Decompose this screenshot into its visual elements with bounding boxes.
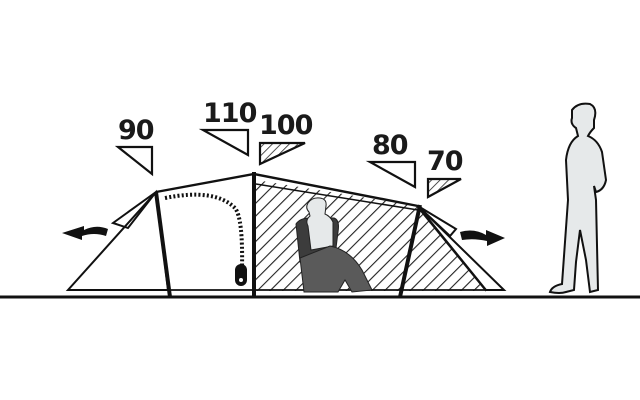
- rear-pole: [398, 204, 422, 298]
- svg-text:90: 90: [118, 115, 154, 146]
- airflow-left-arrow-icon: [62, 226, 108, 240]
- seated-person: [295, 197, 373, 293]
- airflow-right-arrow-icon: [460, 230, 505, 246]
- height-marker-70: 70: [426, 146, 464, 199]
- height-marker-110: 110: [198, 98, 258, 157]
- svg-text:100: 100: [259, 110, 313, 141]
- svg-text:80: 80: [372, 130, 408, 161]
- door-zipper: [164, 192, 245, 269]
- height-marker-100: 100: [258, 110, 314, 166]
- zipper-pull-icon: [235, 264, 247, 286]
- height-marker-80: 80: [365, 130, 417, 189]
- standing-person: [548, 102, 608, 294]
- front-pole-1: [154, 191, 172, 298]
- svg-text:110: 110: [203, 98, 257, 129]
- svg-text:70: 70: [427, 146, 463, 177]
- height-marker-90: 90: [114, 115, 155, 177]
